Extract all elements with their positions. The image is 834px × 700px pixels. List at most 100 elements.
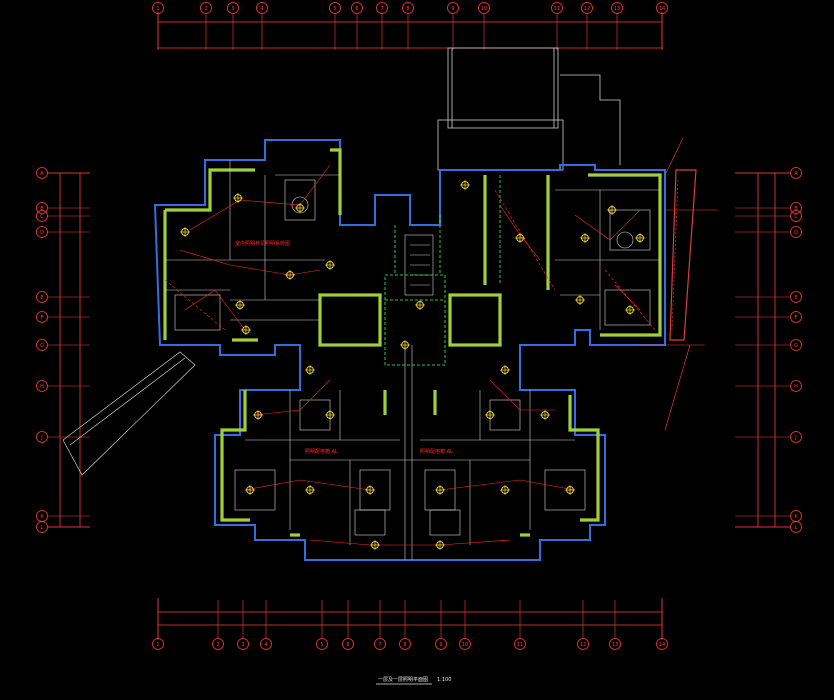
svg-text:L: L [795,525,798,531]
svg-text:4: 4 [264,642,267,648]
light-fixture-icon [233,193,243,203]
svg-text:H: H [40,384,44,390]
left-axis-bubble: E [36,291,48,303]
svg-text:2: 2 [204,6,207,12]
left-axis-bubble: J [36,431,48,443]
light-fixture-icon [435,540,445,550]
svg-text:K: K [794,514,798,520]
svg-text:D: D [40,230,44,236]
svg-text:9: 9 [451,6,454,12]
light-fixture-icon [415,300,425,310]
svg-text:12: 12 [584,6,590,12]
svg-text:9: 9 [439,642,442,648]
lighting-wiring [164,164,656,546]
svg-text:G: G [40,343,44,349]
note-panel-right: 照明配电箱 AL [420,448,453,455]
svg-text:E: E [40,295,43,301]
svg-text:D: D [794,230,798,236]
bottom-axis-bubble: 4 [260,638,272,650]
svg-text:B: B [794,206,798,212]
top-axis-bubble: 3 [227,2,239,14]
light-fixture-icon [625,305,635,315]
light-fixture-icon [460,180,470,190]
bottom-axis-bubble: 12 [577,638,589,650]
bottom-axis-bubble: 8 [399,638,411,650]
svg-text:7: 7 [380,6,383,12]
left-axis-bubble: K [36,510,48,522]
light-fixture-icon [540,410,550,420]
bottom-axis-bubble: 11 [514,638,526,650]
light-fixture-icon [500,485,510,495]
drawing-scale: 1:100 [437,677,451,683]
light-fixture-icon [575,295,585,305]
bottom-axis-bubble: 6 [342,638,354,650]
bottom-axis-bubble: 14 [656,638,668,650]
svg-text:F: F [41,315,44,321]
light-fixture-icon [305,365,315,375]
svg-text:2: 2 [216,642,219,648]
right-dimension-lines [735,172,790,528]
left-axis-bubble: B [36,202,48,214]
svg-text:3: 3 [241,642,244,648]
svg-text:10: 10 [481,6,487,12]
bottom-axis-bubble: 7 [374,638,386,650]
svg-text:G: G [794,343,798,349]
note-panel-left: 照明配电箱 AL [305,448,338,455]
left-axis-bubble: F [36,311,48,323]
light-fixture-icon [365,485,375,495]
light-fixture-icon [580,233,590,243]
bottom-axis-bubble: 2 [212,638,224,650]
svg-text:L: L [41,525,44,531]
core-dashed-lines [384,175,501,366]
left-axis-bubble: L [36,521,48,533]
svg-text:6: 6 [346,642,349,648]
right-axis-bubble: L [790,521,802,533]
bottom-axis-bubble: 1 [152,638,164,650]
light-fixture-icon [400,340,410,350]
furniture [174,179,651,536]
svg-text:8: 8 [406,6,409,12]
top-axis-bubble: 4 [256,2,268,14]
light-fixture-icon [515,233,525,243]
top-axis-bubble: 1 [152,2,164,14]
light-fixture-icon [325,410,335,420]
outer-wall [153,139,666,561]
svg-text:3: 3 [231,6,234,12]
svg-text:8: 8 [403,642,406,648]
svg-text:1: 1 [156,642,159,648]
svg-text:E: E [794,295,797,301]
top-canopy [437,47,621,171]
note-lighting-system: 室内照明参见照明系统图 [235,240,290,247]
right-axis-bubble: F [790,311,802,323]
svg-text:7: 7 [378,642,381,648]
bottom-axis-bubble: 3 [237,638,249,650]
top-axis-bubble: 8 [402,2,414,14]
svg-text:J: J [794,435,796,441]
right-axis-bubble: D [790,226,802,238]
top-axis-bubble: 5 [329,2,341,14]
right-axis-bubble: B [790,202,802,214]
bottom-axis-bubble: 10 [459,638,471,650]
bottom-axis-bubble: 9 [435,638,447,650]
svg-text:B: B [40,206,44,212]
svg-text:A: A [794,171,798,177]
svg-text:14: 14 [659,642,665,648]
light-fixture-icon [607,205,617,215]
svg-text:1: 1 [156,6,159,12]
svg-text:K: K [40,514,44,520]
structural-walls [163,148,662,537]
top-axis-bubble: 6 [351,2,363,14]
right-axis-bubble: E [790,291,802,303]
bottom-dimension-lines [157,598,663,640]
top-dimension-lines [157,12,663,50]
left-dimension-lines [48,172,90,528]
top-axis-bubble: 7 [376,2,388,14]
svg-text:5: 5 [333,6,336,12]
light-fixture-icon [565,485,575,495]
light-fixture-icon [253,410,263,420]
